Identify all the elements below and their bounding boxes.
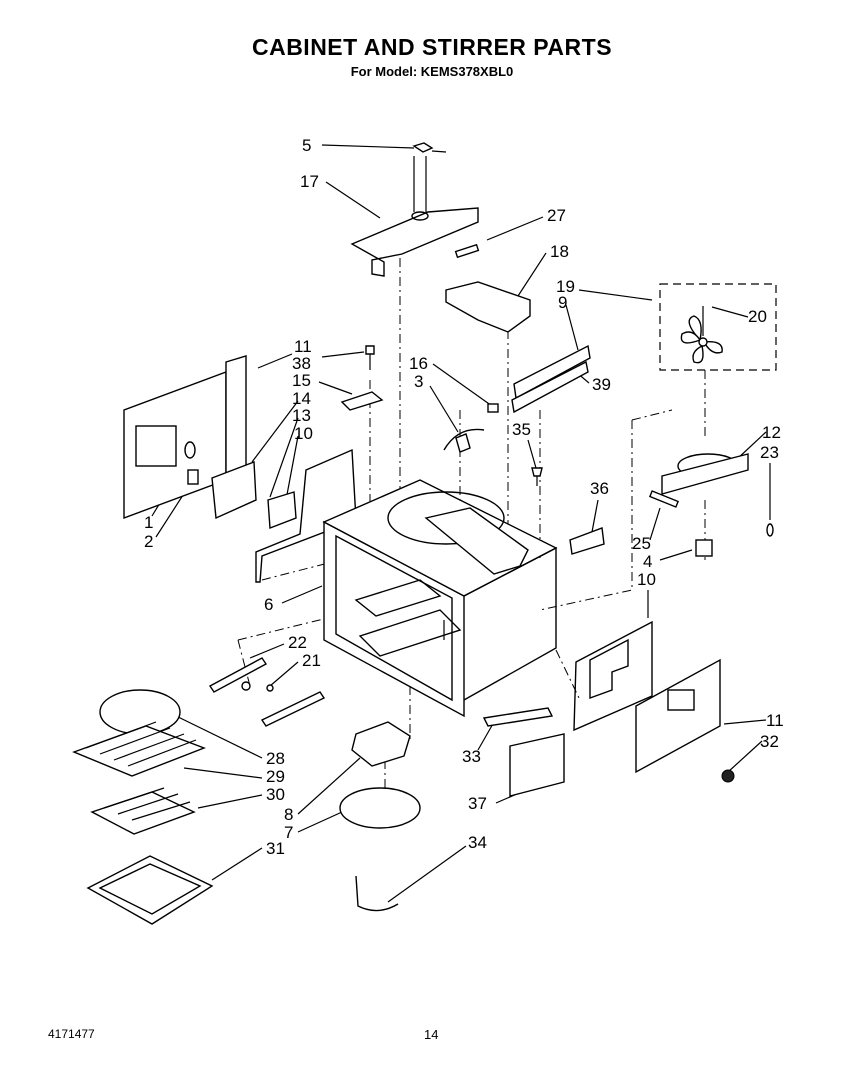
callout-38: 38 xyxy=(292,354,311,373)
callout-22: 22 xyxy=(288,633,307,652)
part-drawings xyxy=(72,142,777,925)
callout-11-left: 11 xyxy=(294,337,312,356)
callout-32: 32 xyxy=(760,732,779,751)
callout-6: 6 xyxy=(264,595,273,614)
callout-15: 15 xyxy=(292,371,311,390)
callout-16: 16 xyxy=(409,354,428,373)
callout-3: 3 xyxy=(414,372,423,391)
callout-23: 23 xyxy=(760,443,779,462)
callout-10-left: 10 xyxy=(294,424,313,443)
callout-31: 31 xyxy=(266,839,285,858)
callout-27: 27 xyxy=(547,206,566,225)
callout-19: 19 xyxy=(556,277,575,296)
callout-5: 5 xyxy=(302,136,311,155)
callout-1: 1 xyxy=(144,513,153,532)
callout-7: 7 xyxy=(284,823,293,842)
callout-29: 29 xyxy=(266,767,285,786)
alignment-lines xyxy=(225,258,706,800)
model-subtitle: For Model: KEMS378XBL0 xyxy=(350,64,514,79)
callout-35: 35 xyxy=(512,420,531,439)
leader-lines xyxy=(151,144,771,903)
diagram-title: CABINET AND STIRRER PARTS xyxy=(251,34,613,60)
document-number: 4171477 xyxy=(48,1027,95,1041)
callout-13: 13 xyxy=(292,406,311,425)
callout-2: 2 xyxy=(144,532,153,551)
callout-labels: 5 17 27 18 19 9 20 11 38 15 14 13 10 16 … xyxy=(144,136,784,858)
callout-21: 21 xyxy=(302,651,321,670)
callout-33: 33 xyxy=(462,747,481,766)
callout-34: 34 xyxy=(468,833,487,852)
callout-18: 18 xyxy=(550,242,569,261)
callout-37: 37 xyxy=(468,794,487,813)
callout-4: 4 xyxy=(643,552,652,571)
callout-8: 8 xyxy=(284,805,293,824)
callout-12: 12 xyxy=(762,423,781,442)
callout-10-right: 10 xyxy=(637,570,656,589)
callout-11-right: 11 xyxy=(766,711,784,730)
callout-14: 14 xyxy=(292,389,311,408)
callout-17: 17 xyxy=(300,172,319,191)
callout-39: 39 xyxy=(592,375,611,394)
callout-9: 9 xyxy=(558,293,567,312)
callout-20: 20 xyxy=(748,307,767,326)
callout-30: 30 xyxy=(266,785,285,804)
callout-28: 28 xyxy=(266,749,285,768)
callout-36: 36 xyxy=(590,479,609,498)
callout-25: 25 xyxy=(632,534,651,553)
page-number: 14 xyxy=(424,1027,439,1042)
